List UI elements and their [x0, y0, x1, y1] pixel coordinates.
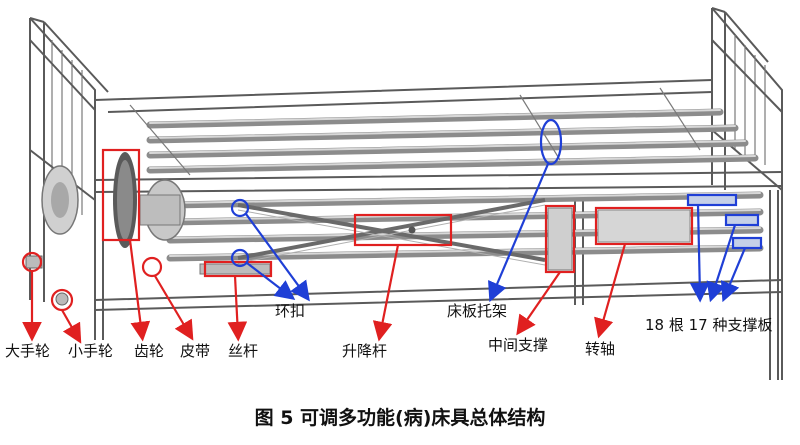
label-gear: 齿轮 [134, 342, 164, 360]
lead-screw-marker [203, 260, 273, 278]
ring-buckle-marker-top [230, 198, 250, 218]
bed-frame [25, 7, 783, 380]
lift-rod-marker [353, 213, 453, 247]
label-small-handwheel: 小手轮 [68, 342, 113, 360]
label-middle-support: 中间支撑 [488, 336, 548, 354]
label-support-plates: 18 根 17 种支撑板 [645, 316, 772, 334]
ring-buckle-marker-bottom [230, 248, 250, 268]
labels: 大手轮 小手轮 齿轮 皮带 丝杆 环扣 升降杆 床板托架 中间支撑 转轴 18 … [5, 302, 772, 360]
belt-marker [141, 256, 163, 278]
label-lead-screw: 丝杆 [228, 342, 258, 360]
label-bed-board-bracket: 床板托架 [447, 302, 507, 320]
label-belt: 皮带 [180, 342, 210, 360]
scissor-lift [237, 198, 546, 266]
label-ring-buckle: 环扣 [275, 302, 305, 320]
red-markers [21, 148, 694, 344]
label-big-handwheel: 大手轮 [5, 342, 50, 360]
support-plate-1 [687, 194, 737, 206]
support-plate-2 [725, 214, 759, 226]
bed-slats [129, 87, 759, 176]
middle-support-body [547, 207, 573, 271]
bed-board-bracket-marker [539, 118, 563, 166]
label-lift-rod: 升降杆 [342, 342, 387, 360]
rotating-shaft-marker [594, 206, 694, 246]
support-plate-marker-1 [686, 193, 738, 207]
blue-markers [230, 118, 763, 303]
gear-drive [25, 152, 186, 306]
figure-caption: 图 5 可调多功能(病)床具总体结构 [255, 406, 546, 429]
rotating-shaft-body [597, 209, 691, 243]
label-rotating-shaft: 转轴 [585, 340, 615, 358]
support-plate-3 [732, 237, 762, 249]
gear-marker [101, 148, 141, 242]
support-plate-marker-3 [731, 236, 763, 250]
support-plate-marker-2 [724, 213, 760, 227]
